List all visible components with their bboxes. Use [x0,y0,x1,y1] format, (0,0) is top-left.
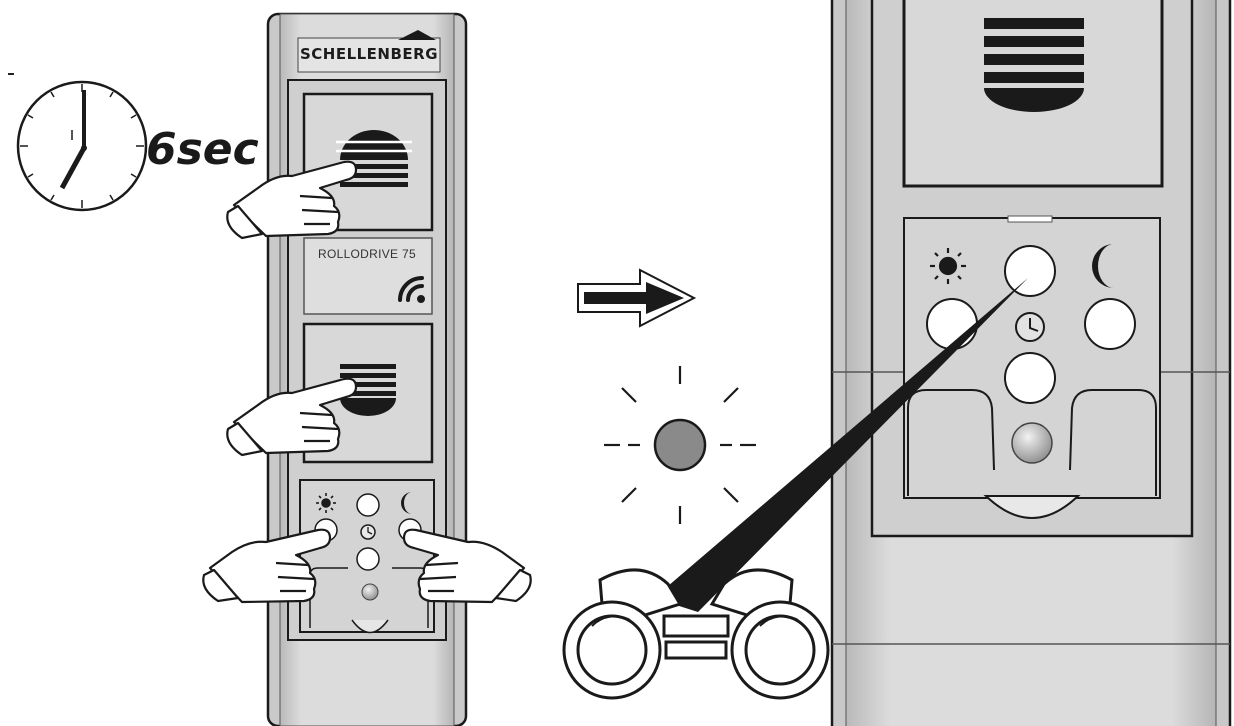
moon-mode-button-zoomed[interactable] [1084,298,1136,350]
remote-control-left [266,12,468,726]
brand-label: SCHELLENBERG [299,45,439,63]
auto-button-zoomed[interactable] [1004,245,1056,297]
remote-control-zoomed [830,0,1232,726]
pointing-hand-icon [402,528,532,604]
pointing-hand-icon [226,377,358,457]
sun-icon [316,493,336,513]
stop-button[interactable] [356,547,380,571]
auto-button[interactable] [356,493,380,517]
sun-mode-button-zoomed[interactable] [926,298,978,350]
wireless-signal-icon [398,276,425,303]
pointing-hand-icon [202,528,332,604]
brand-logo-icon [398,30,436,40]
status-led-zoomed [1011,422,1053,464]
moon-icon [1092,244,1114,288]
stop-button-zoomed[interactable] [1004,352,1056,404]
blinking-led-icon [604,366,756,524]
down-button-zoomed[interactable] [902,0,1164,188]
binoculars-icon [562,568,830,700]
sun-icon [930,248,966,284]
clock-icon [8,73,148,212]
timer-icon [360,524,376,540]
sight-line [654,278,1028,612]
model-label: ROLLODRIVE 75 [318,247,416,261]
duration-label: 6sec [146,124,259,175]
moon-icon [401,492,412,514]
arrow-right-icon [577,268,697,328]
timer-icon [1015,312,1045,342]
pointing-hand-icon [226,160,358,240]
status-led [361,583,379,601]
up-button[interactable] [302,92,434,232]
